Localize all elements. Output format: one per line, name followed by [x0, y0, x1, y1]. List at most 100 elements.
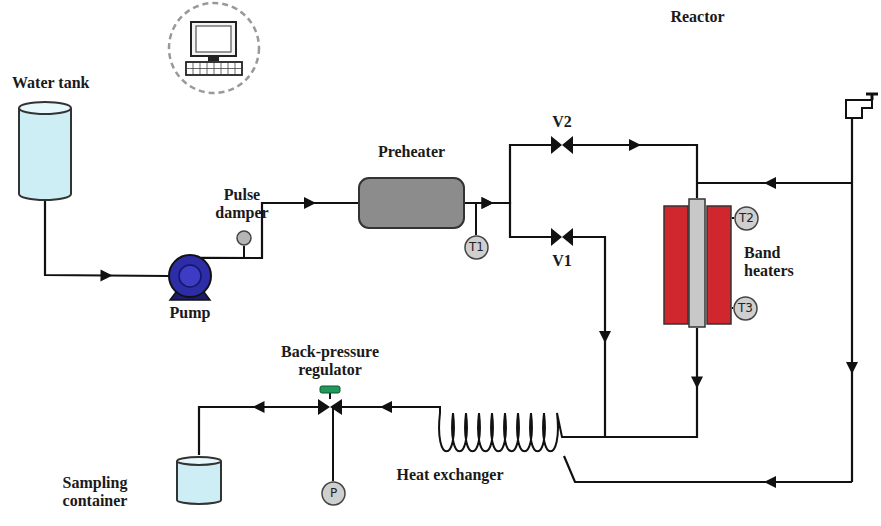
flow-arrowhead: [304, 197, 316, 209]
instrument-tag: T3: [738, 302, 753, 316]
drawing-part: [551, 136, 562, 154]
thermocouple: T2: [734, 206, 759, 231]
drawing-part: [191, 22, 236, 56]
pipe-path: [573, 145, 697, 198]
drawing-part: [475, 203, 477, 235]
pipe-path: [199, 407, 318, 455]
pipe-line: [465, 197, 551, 237]
reactor: Reactor: [688, 198, 706, 328]
drawing-part: [187, 68, 241, 69]
water-tank: Water tank: [18, 100, 72, 200]
flow-arrowhead: [691, 377, 703, 389]
node-label: Pump: [160, 304, 220, 322]
pump: Pump: [168, 254, 212, 298]
valve-shape: [551, 228, 573, 246]
drawing-part: [330, 399, 342, 415]
pulse-damper-shape: [236, 230, 252, 246]
instrument-tag: P: [330, 487, 337, 501]
flow-arrowhead: [482, 197, 494, 209]
pipe-line: [573, 139, 697, 198]
drawing-part: [871, 94, 874, 100]
drawing-part: [169, 255, 211, 297]
sampling-container-shape: [176, 455, 222, 505]
drawing-part: [187, 63, 241, 74]
pipe-path: [465, 145, 551, 203]
drawing-part: [332, 407, 334, 481]
node-label: V1: [545, 252, 579, 270]
drawing-part: [186, 62, 242, 75]
drawing-part: [764, 476, 776, 488]
drawing-part: [562, 228, 573, 246]
valve-shape: [551, 136, 573, 154]
drawing-part: [322, 482, 345, 505]
band-heaters-shape: [663, 205, 733, 325]
pressure-gauge: P: [321, 481, 346, 506]
drawing-part: [734, 297, 757, 320]
sampling-container: Sampling container: [176, 455, 222, 505]
reactor-shape: [688, 198, 706, 328]
node-label: Reactor: [650, 8, 745, 26]
drawing-part: [237, 231, 251, 245]
cooling-water-tap: [564, 94, 878, 488]
drawing-part: [732, 307, 733, 309]
drawing-part: [664, 206, 688, 324]
pulse-damper: Pulse damper: [236, 230, 252, 246]
drawing-part: [735, 207, 758, 230]
instrument-tag: T2: [739, 212, 754, 226]
drawing-part: [19, 108, 71, 200]
drawing-part: [19, 102, 71, 114]
band-heaters: Band heaters: [663, 205, 733, 325]
drawing-part: [846, 362, 858, 374]
back-pressure-regulator-shape: [318, 399, 342, 415]
drawing-part: [177, 457, 221, 465]
pipe-path: [568, 237, 605, 437]
preheater-shape: [358, 177, 465, 229]
drawing-part: [243, 246, 245, 258]
valve: V2: [551, 136, 573, 154]
drawing-part: [551, 228, 562, 246]
drawing-part: [196, 26, 231, 52]
node-label: Band heaters: [744, 244, 816, 281]
drawing-part: [318, 399, 330, 415]
thermocouple: T1: [464, 235, 489, 260]
drawing-part: [851, 118, 853, 482]
pipe-line: [568, 237, 611, 437]
node-label: Preheater: [355, 143, 468, 161]
node-label: Water tank: [12, 74, 122, 92]
drawing-part: [846, 100, 872, 118]
heat-exchanger-shape: [430, 405, 568, 462]
back-pressure-regulator: Back-pressure regulator: [318, 399, 342, 415]
pipe-path: [568, 328, 697, 437]
drawing-part: [764, 177, 776, 189]
heat-exchanger: Heat exchanger: [430, 405, 568, 462]
instrument-tag: T1: [469, 241, 484, 255]
flow-arrowhead: [599, 331, 611, 343]
drawing-part: [732, 217, 734, 219]
pipe-line: [199, 401, 318, 455]
drawing-part: [208, 56, 219, 61]
pipe-line: [45, 200, 168, 281]
drawing-part: [359, 178, 464, 228]
drawing-part: [430, 407, 568, 451]
flow-arrowhead: [100, 269, 112, 281]
drawing-part: [562, 136, 573, 154]
pipe-path: [45, 200, 168, 276]
node-label: Heat exchanger: [395, 466, 505, 484]
pump-shape: [168, 254, 212, 298]
pipe-line: [568, 328, 703, 437]
instrument-stems: [244, 203, 734, 481]
drawing-part: [177, 461, 221, 504]
node-label: Pulse damper: [198, 186, 286, 223]
drawing-part: [707, 206, 731, 324]
drawing-part: [564, 456, 852, 482]
flow-arrowhead: [253, 401, 265, 413]
drawing-part: [169, 3, 259, 93]
node-label: V2: [545, 113, 579, 131]
drawing-part: [689, 199, 705, 327]
pipe-path: [465, 203, 551, 237]
preheater: Preheater: [358, 177, 465, 229]
flow-arrowhead: [380, 401, 392, 413]
drawing-part: [179, 265, 201, 287]
flow-arrowhead: [629, 139, 641, 151]
valve: V1: [551, 228, 573, 246]
